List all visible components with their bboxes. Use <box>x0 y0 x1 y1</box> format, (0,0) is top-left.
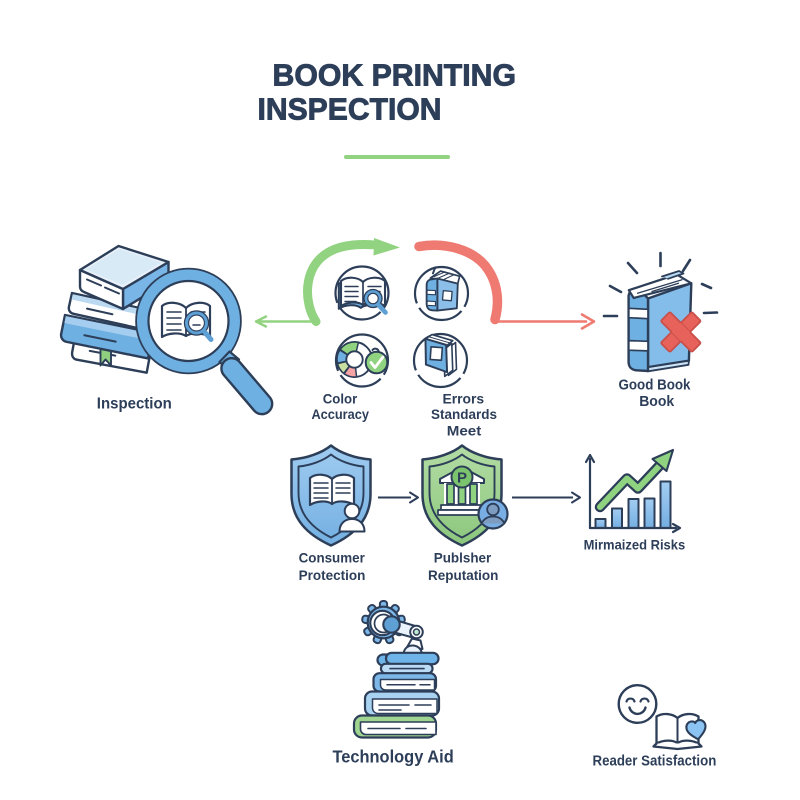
svg-text:INSPECTION: INSPECTION <box>258 92 442 127</box>
svg-text:Protection: Protection <box>299 567 366 583</box>
svg-text:Standards: Standards <box>431 406 497 422</box>
svg-text:Accuracy: Accuracy <box>311 406 369 422</box>
svg-text:Book: Book <box>639 394 675 410</box>
svg-text:Publsher: Publsher <box>434 550 492 566</box>
svg-text:Reader Satisfaction: Reader Satisfaction <box>593 754 717 770</box>
svg-text:Consumer: Consumer <box>299 550 366 566</box>
svg-text:Inspection: Inspection <box>97 396 172 413</box>
svg-text:Color: Color <box>323 390 358 406</box>
svg-text:Reputation: Reputation <box>428 567 498 583</box>
svg-text:Mirmaized Risks: Mirmaized Risks <box>584 536 686 552</box>
svg-text:Meet: Meet <box>447 422 482 438</box>
svg-text:Good Book: Good Book <box>619 378 692 394</box>
svg-text:BOOK PRINTING: BOOK PRINTING <box>273 58 517 93</box>
svg-text:Errors: Errors <box>442 390 484 406</box>
svg-text:P: P <box>457 470 467 487</box>
svg-text:Technology Aid: Technology Aid <box>332 747 453 767</box>
